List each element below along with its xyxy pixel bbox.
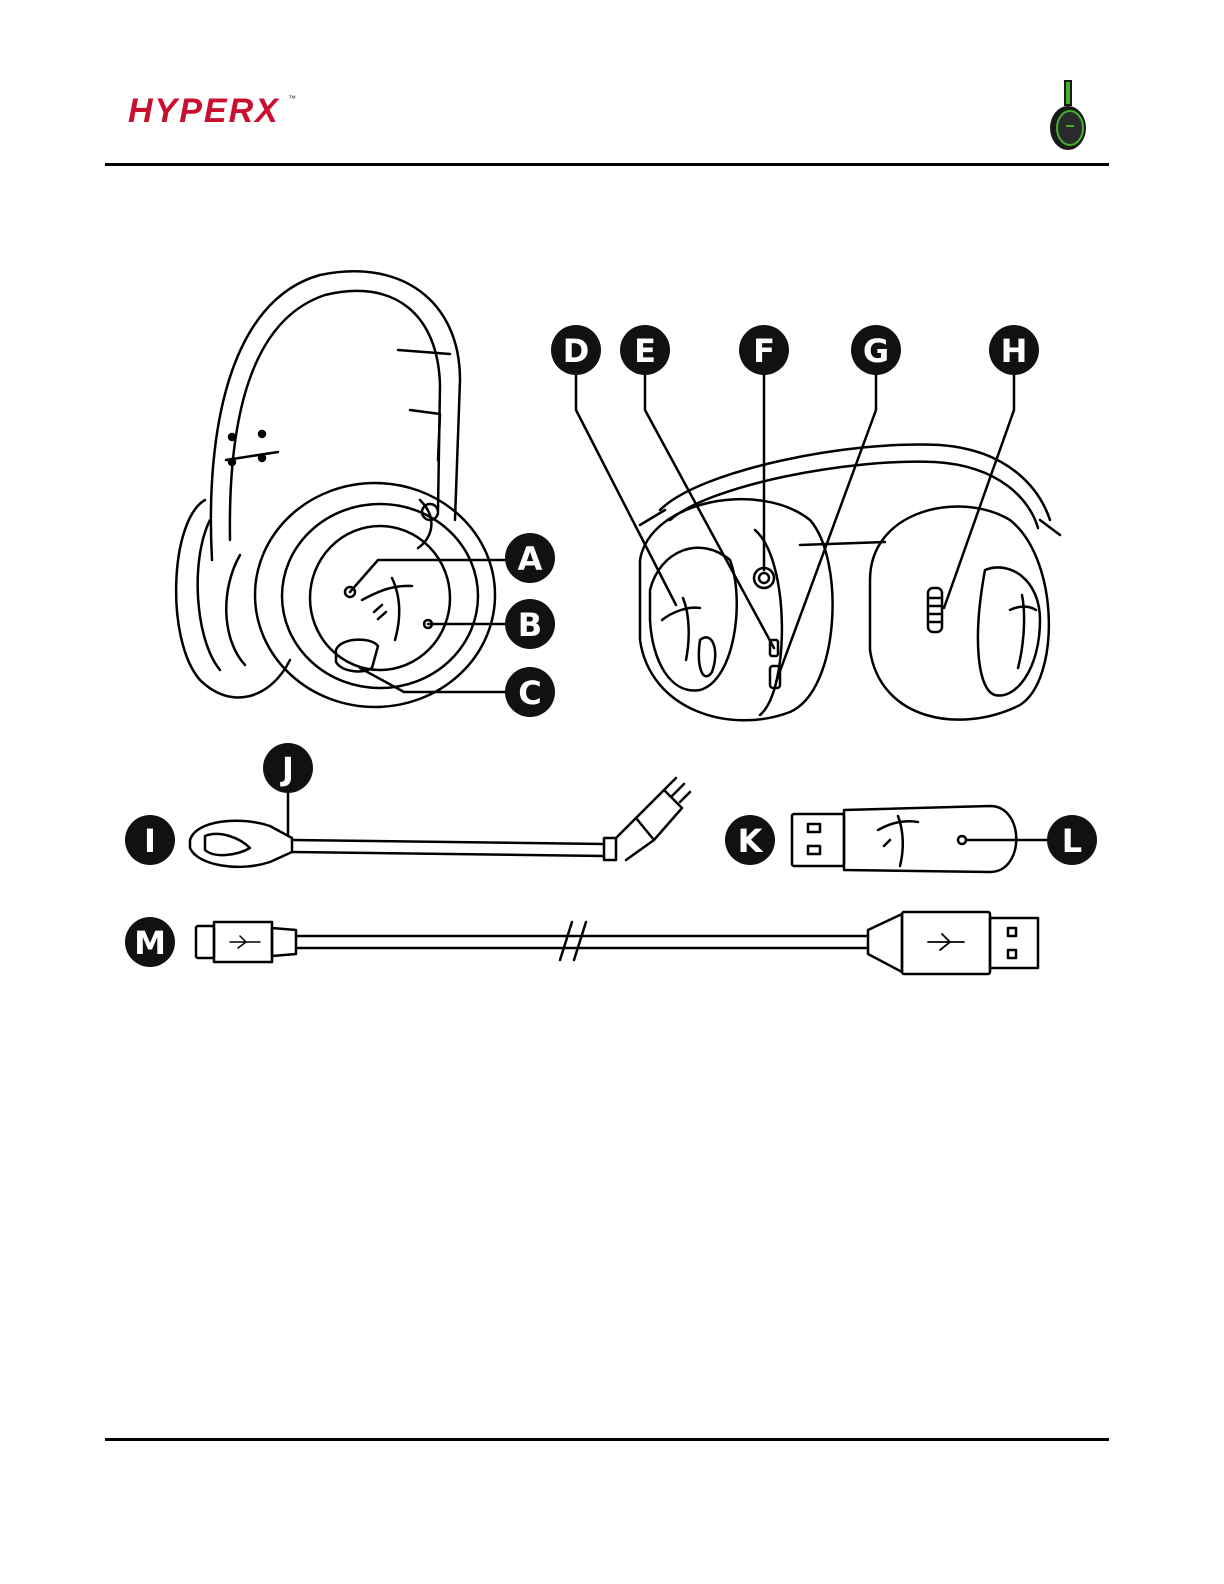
detachable-mic: [190, 778, 690, 867]
callout-f: F: [739, 325, 789, 375]
headset-side-view: [176, 271, 495, 707]
svg-text:H: H: [1001, 332, 1028, 370]
svg-text:C: C: [518, 674, 541, 712]
callout-b: B: [505, 599, 555, 649]
svg-text:L: L: [1062, 822, 1082, 860]
callout-j: J: [263, 743, 313, 793]
callout-h: H: [989, 325, 1039, 375]
svg-text:F: F: [753, 332, 775, 370]
callout-d: D: [551, 325, 601, 375]
svg-text:M: M: [134, 924, 166, 962]
svg-text:K: K: [738, 822, 764, 860]
svg-text:J: J: [280, 750, 294, 788]
callout-a: A: [505, 533, 555, 583]
svg-text:B: B: [518, 606, 542, 644]
svg-text:I: I: [144, 822, 156, 860]
callout-c: C: [505, 667, 555, 717]
callout-g: G: [851, 325, 901, 375]
svg-text:A: A: [518, 540, 543, 578]
svg-text:G: G: [863, 332, 889, 370]
callout-e: E: [620, 325, 670, 375]
callout-i: I: [125, 815, 175, 865]
callout-m: M: [125, 917, 175, 967]
svg-text:D: D: [563, 332, 590, 370]
callout-k: K: [725, 815, 775, 865]
headset-front-view: [640, 444, 1060, 720]
usb-charging-cable: [196, 912, 1038, 974]
callout-l: L: [1047, 815, 1097, 865]
svg-text:E: E: [634, 332, 656, 370]
